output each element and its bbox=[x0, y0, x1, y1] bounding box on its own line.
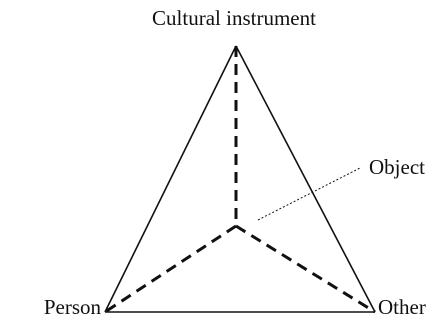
edge-top-left bbox=[104, 45, 237, 313]
hidden-edge-left bbox=[104, 224, 237, 314]
label-other: Other bbox=[378, 295, 426, 319]
hidden-edge-right bbox=[235, 224, 376, 314]
label-cultural-instrument: Cultural instrument bbox=[152, 6, 316, 30]
edge-top-right bbox=[235, 45, 376, 313]
object-leader-line bbox=[257, 167, 361, 221]
label-object: Object bbox=[369, 155, 425, 179]
label-person: Person bbox=[44, 295, 102, 319]
